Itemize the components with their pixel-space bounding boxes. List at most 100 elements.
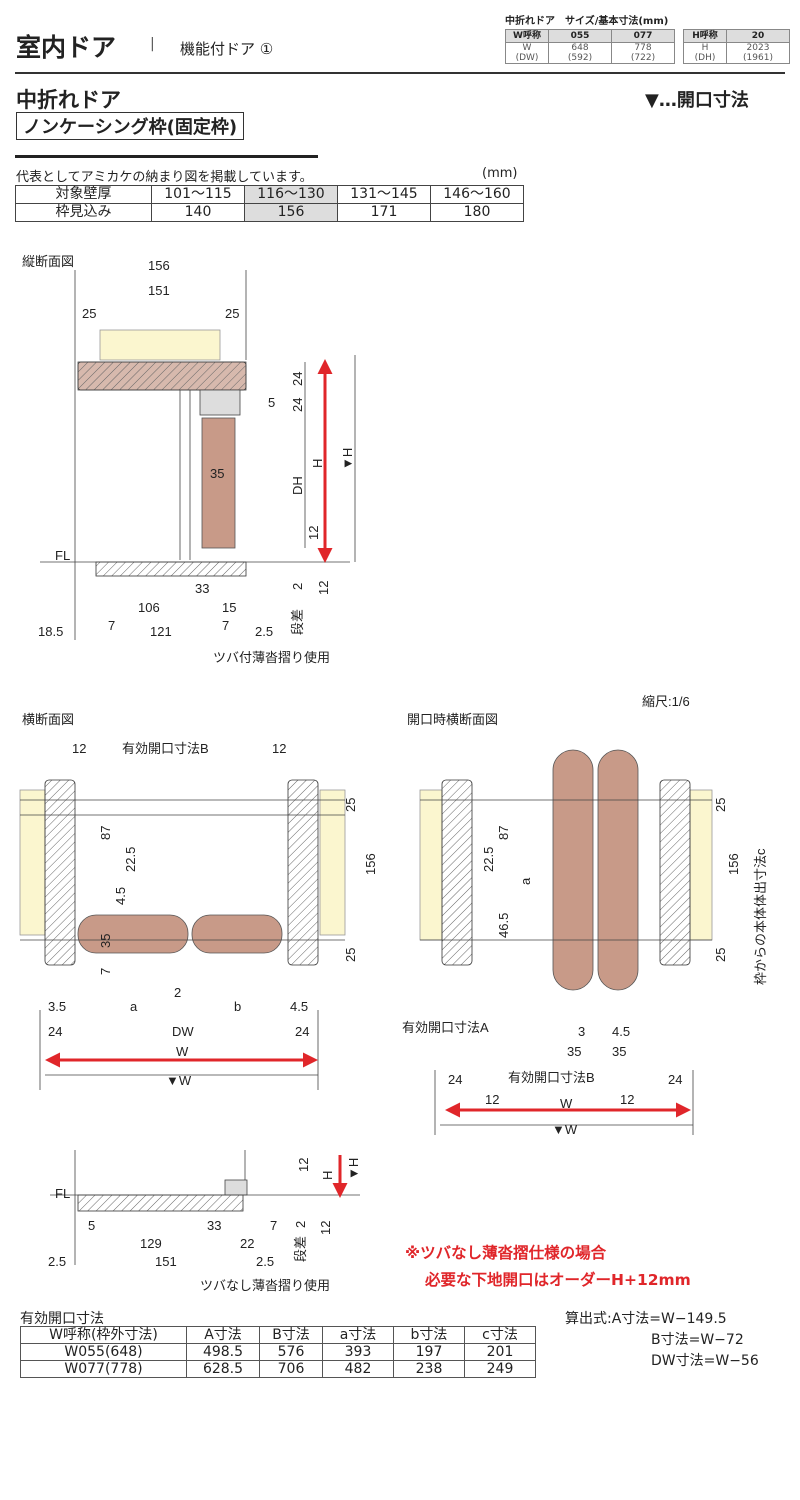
dim-label: 33 [207,1218,221,1233]
cell: H呼称 [683,29,727,43]
dim-label: 25 [713,798,728,812]
dim-label: DW [172,1024,194,1039]
dim-label: H [320,1171,335,1180]
cell: W呼称 [505,29,549,43]
dim-label: 22.5 [123,847,138,872]
dim-label: 4.5 [612,1024,630,1039]
dim-label: 2.5 [255,624,273,639]
dim-label: 151 [155,1254,177,1269]
dim-label: 25 [225,306,239,321]
dim-label: FL [55,1186,70,1201]
dim-label: 12 [485,1092,499,1107]
dim-label: 12 [72,741,86,756]
cell: 628.5 [186,1360,260,1378]
dim-label: a [130,999,138,1014]
warning-line: ※ツバなし薄沓摺仕様の場合 [405,1244,607,1262]
dim-label: 87 [98,826,113,840]
dim-label: 24 [448,1072,462,1087]
open-section-drawing [419,749,713,1135]
dim-label: 2 [174,985,181,1000]
warning-note: ※ツバなし薄沓摺仕様の場合 必要な下地開口はオーダーH+12mm [405,1240,691,1294]
dim-label: 4.5 [113,887,128,905]
dim-label: 段差 [290,609,305,635]
spec-caption: 中折れドア サイズ/基本寸法(mm) [505,16,669,27]
dim-label: 12 [620,1092,634,1107]
dim-label: 156 [726,853,741,875]
dim-label: 7 [98,968,113,975]
section-title: 中折れドア [16,88,121,112]
cell: A寸法 [186,1326,260,1344]
cell: 201 [464,1343,536,1361]
horizontal-section-drawing [19,779,346,1090]
effective-caption: 有効開口寸法 [20,1311,104,1327]
dim-label: 12 [306,526,321,540]
dim-label: 22 [240,1236,254,1251]
dim-label: 18.5 [38,624,63,639]
cell: 576 [259,1343,323,1361]
vertical-caption: ツバ付薄沓摺り使用 [213,650,330,665]
bottom-caption: ツバなし薄沓摺り使用 [200,1278,330,1293]
dim-label: 33 [195,581,209,596]
cell: 706 [259,1360,323,1378]
cell: 140 [151,203,245,222]
cell: a寸法 [322,1326,394,1344]
dim-label: 7 [270,1218,277,1233]
page-title: 室内ドア [16,33,117,62]
formula: 算出式:A寸法=W−149.5 B寸法=W−72 DW寸法=W−56 [565,1309,759,1372]
vertical-title: 縦断面図 [22,254,74,269]
cell: 20 [726,29,790,43]
dim-label: 35 [567,1044,581,1059]
cell: 116～130 [244,185,338,204]
cell: W077(778) [20,1360,187,1378]
dim-label: 2 [293,1221,308,1228]
dim-label: 7 [222,618,229,633]
dim-label: 12 [318,1221,333,1235]
dim-label: H [310,459,325,468]
dim-label: 5 [88,1218,95,1233]
dim-label: 106 [138,600,160,615]
wall-note: 代表としてアミカケの納まり図を掲載しています。 [16,170,313,185]
cell: 778 (722) [611,42,675,64]
dim-label: 2 [290,583,305,590]
cell: 648 (592) [548,42,612,64]
cell: 498.5 [186,1343,260,1361]
dim-label: 5 [268,395,275,410]
cell: 482 [322,1360,394,1378]
cell: 枠見込み [15,203,152,222]
divider [15,72,785,74]
dim-label: 4.5 [290,999,308,1014]
dim-label: b [234,999,241,1014]
horizontal-title: 横断面図 [22,712,74,727]
cell: 197 [393,1343,465,1361]
dim-label: W [176,1044,189,1059]
dim-label: 24 [48,1024,62,1039]
cell: W呼称(枠外寸法) [20,1326,187,1344]
dim-label: 12 [316,581,331,595]
dim-label: 22.5 [481,847,496,872]
dim-label: 15 [222,600,236,615]
dim-label: 25 [343,798,358,812]
dim-label: 枠からの本体体出寸法c [753,848,768,985]
title-separator: | [150,36,155,52]
dim-label: 3.5 [48,999,66,1014]
bottom-section-drawing [50,1150,360,1265]
dim-label: 25 [713,948,728,962]
dim-label: 87 [496,826,511,840]
cell: 249 [464,1360,536,1378]
dim-label: 156 [148,258,170,273]
dim-label: ▼W [166,1073,192,1088]
scale-label: 縮尺:1/6 [642,694,690,709]
dim-label: DH [290,476,305,495]
dim-label: 24 [290,398,305,412]
dim-label: 12 [296,1158,311,1172]
unit-label: (mm) [482,166,518,181]
dim-label: ▼H [346,1158,361,1180]
dim-label: 24 [295,1024,309,1039]
dim-label: 有効開口寸法A [402,1020,489,1035]
dim-label: 156 [363,853,378,875]
